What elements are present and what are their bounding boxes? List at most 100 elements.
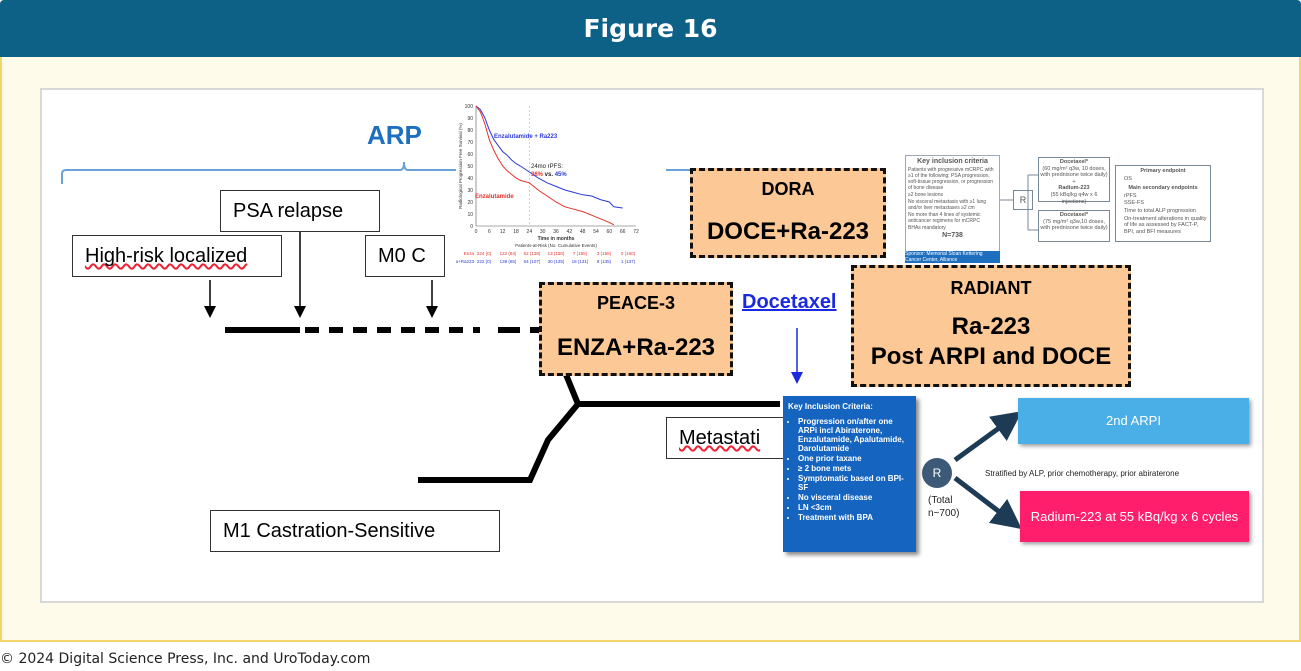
dora-inclusion-item: BHAs mandatory: [908, 225, 946, 232]
km-y-tick: 50: [467, 164, 473, 170]
trial-radiant-regimen-2: Post ARPI and DOCE: [870, 343, 1112, 370]
km-x-tick: 0: [475, 229, 478, 235]
dora-endpoints: Primary endpoint OS Main secondary endpo…: [1115, 165, 1211, 242]
km-risk-value: 3 (158): [597, 251, 612, 256]
radiant-randomize: R: [922, 458, 952, 488]
dora-primary-endpoint-item: OS: [1124, 175, 1132, 182]
km-risk-value: 30 (125): [548, 259, 565, 264]
km-risk-value: 13 (150): [548, 251, 565, 256]
dora-inclusion-item: ≥2 bone lesions: [908, 192, 943, 199]
stage-high-risk-localized: High-risk localized: [72, 235, 282, 277]
km-risk-value: 64 (107): [524, 259, 541, 264]
dora-inclusion-item: No visceral metastasis with ≥1 lung and/…: [908, 199, 987, 212]
arpi-bracket: [61, 161, 700, 184]
stage-psa-relapse: PSA relapse: [220, 190, 380, 232]
km-x-tick: 42: [567, 229, 573, 235]
dora-randomize: R: [1013, 190, 1033, 210]
km-y-tick: 0: [470, 224, 473, 230]
km-x-tick: 72: [633, 229, 639, 235]
km-x-tick: 36: [553, 229, 559, 235]
km-risk-value: 0 (160): [621, 251, 636, 256]
dora-inclusion-list: Patients with progressive mCRPC with ≥1 …: [908, 167, 997, 231]
radiant-arm-2nd-arpi: 2nd ARPI: [1018, 398, 1249, 444]
km-risk-label: Enza+Ra223: [456, 259, 474, 264]
radiant-criterion-item: LN <3cm: [798, 503, 911, 512]
km-risk-value: 224 (0): [477, 251, 492, 256]
dora-secondary-endpoint-item: On-treatment alterations in quality of l…: [1124, 215, 1207, 235]
km-risk-value: 122 (84): [500, 251, 517, 256]
km-y-tick: 60: [467, 152, 473, 158]
dora-secondary-endpoint-item: rPFS: [1124, 192, 1137, 199]
stage-metastatic: Metastati: [666, 417, 786, 459]
dora-inclusion-box: Key inclusion criteria Patients with pro…: [905, 155, 1000, 252]
km-risk-value: 52 (138): [524, 251, 541, 256]
km-curve-combo: [475, 105, 623, 209]
radiant-criteria-list: Progression on/after one ARPi incl Abira…: [788, 417, 911, 522]
km-y-tick: 100: [465, 104, 474, 110]
km-y-tick: 20: [467, 200, 473, 206]
dora-inclusion-item: Patients with progressive mCRPC with ≥1 …: [908, 167, 994, 192]
km-risk-label: Enza: [464, 251, 475, 256]
km-y-tick: 30: [467, 188, 473, 194]
trial-peace3-name: PEACE-3: [596, 293, 676, 313]
radiant-criterion-item: Treatment with BPA: [798, 513, 911, 522]
figure-title: Figure 16: [0, 0, 1301, 57]
km-risk-value: 18 (131): [572, 259, 589, 264]
km-x-tick: 30: [540, 229, 546, 235]
km-risk-title: Patients-at-Risk (No. Cumulative Events): [515, 243, 597, 248]
km-x-tick: 18: [513, 229, 519, 235]
dora-arm1: Docetaxel*(60 mg/m² q3w, 10 doses, with …: [1038, 157, 1110, 205]
km-curve-enza: [475, 105, 615, 226]
trial-radiant: RADIANT Ra-223 Post ARPI and DOCE: [851, 265, 1131, 387]
dora-sponsor: Sponsor: Memorial Sloan Kettering Cancer…: [905, 251, 1000, 263]
radiant-criterion-item: No visceral disease: [798, 493, 911, 502]
km-risk-value: 7 (155): [573, 251, 588, 256]
radiant-stratification: Stratified by ALP, prior chemotherapy, p…: [985, 469, 1180, 478]
km-y-tick: 70: [467, 140, 473, 146]
dora-n: N=738: [942, 232, 963, 240]
trial-dora-regimen: DOCE+Ra-223: [706, 218, 870, 245]
radiant-criteria-title: Key Inclusion Criteria:: [788, 402, 873, 411]
radiant-criterion-item: Symptomatic based on BPI-SF: [798, 474, 911, 492]
arpi-label: ARP: [367, 120, 422, 150]
km-x-tick: 66: [620, 229, 626, 235]
trial-peace3-regimen: ENZA+Ra-223: [556, 334, 716, 361]
trial-dora-name: DORA: [761, 179, 815, 199]
trial-peace3: PEACE-3 ENZA+Ra-223: [539, 282, 733, 376]
trial-dora: DORA DOCE+Ra-223: [690, 168, 886, 258]
km-y-tick: 90: [467, 116, 473, 122]
copyright: © 2024 Digital Science Press, Inc. and U…: [0, 651, 371, 667]
km-annotation-values: 36% vs. 45%: [531, 172, 567, 178]
stage-m1-castration-sensitive: M1 Castration-Sensitive: [210, 510, 500, 552]
radiant-total: (Total n~700): [928, 495, 960, 519]
km-x-tick: 48: [580, 229, 586, 235]
radiant-arm-radium: Radium-223 at 55 kBq/kg x 6 cycles: [1020, 491, 1249, 542]
trial-radiant-name: RADIANT: [950, 278, 1032, 298]
radiant-inclusion-box: Key Inclusion Criteria: Progression on/a…: [783, 396, 916, 552]
stage-m0: M0 C: [365, 235, 445, 277]
km-x-tick: 54: [593, 229, 599, 235]
km-risk-value: 222 (0): [477, 259, 492, 264]
dora-secondary-endpoint-item: SSE-FS: [1124, 200, 1144, 207]
km-y-label: Radiological Progression Free Survival (…: [458, 123, 463, 209]
km-legend-enza: Enzalutamide: [475, 194, 514, 200]
km-x-tick: 24: [527, 229, 533, 235]
dora-arm2: Docetaxel*(75 mg/m² q3w,10 doses, with p…: [1038, 210, 1110, 242]
km-y-tick: 10: [467, 212, 473, 218]
km-risk-value: 1 (137): [621, 259, 636, 264]
dora-schema: Key inclusion criteria Patients with pro…: [905, 155, 1213, 265]
km-y-tick: 40: [467, 176, 473, 182]
km-x-tick: 6: [488, 229, 491, 235]
km-annotation-title: 24mo rPFS:: [531, 164, 563, 170]
km-y-tick: 80: [467, 128, 473, 134]
km-risk-value: 8 (135): [597, 259, 612, 264]
km-x-tick: 60: [607, 229, 613, 235]
dora-secondary-endpoint-item: Time to total ALP progression: [1124, 207, 1196, 214]
dora-connector: [1000, 174, 1038, 231]
km-x-label: Time in months: [538, 236, 575, 242]
km-x-tick: 12: [500, 229, 506, 235]
km-risk-value: 138 (65): [500, 259, 517, 264]
km-legend-combo: Enzalutamide + Ra223: [494, 134, 558, 140]
